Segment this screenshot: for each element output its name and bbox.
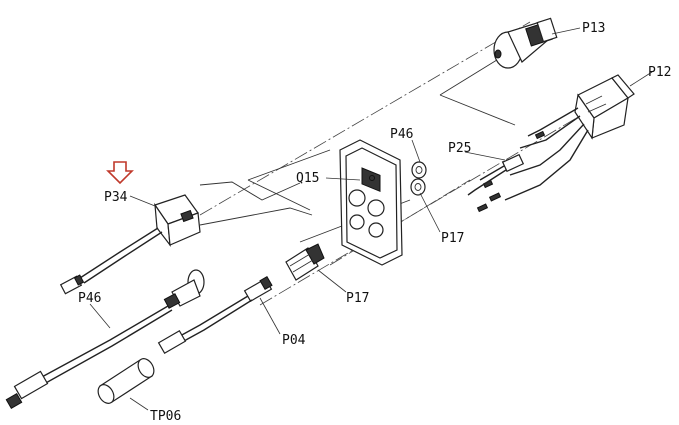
label-p13: P13	[582, 21, 605, 36]
part-p04-probe	[157, 275, 273, 355]
part-p25-connector	[467, 153, 525, 196]
part-tp06-sleeve	[97, 358, 155, 404]
label-p46-left: P46	[78, 291, 101, 306]
part-p12-socket	[476, 74, 635, 213]
label-p34: P34	[104, 190, 128, 205]
part-p34-block	[59, 194, 201, 295]
part-p17-fitting	[285, 243, 325, 281]
part-labels: P13 P12 P25 P46 Q15 P34 P17 P17 P46 P04 …	[78, 21, 671, 424]
part-p46-harness	[5, 269, 205, 410]
label-tp06: TP06	[150, 409, 181, 424]
part-p17-washer	[410, 178, 426, 196]
label-q15: Q15	[296, 171, 319, 186]
down-arrow-outline-icon	[106, 161, 134, 185]
label-p46-top: P46	[390, 127, 413, 142]
part-p13-switch	[493, 17, 558, 69]
part-p46-nut	[411, 161, 427, 179]
label-p25: P25	[448, 141, 471, 156]
part-q15-panel	[339, 139, 403, 266]
label-p17-right: P17	[441, 231, 464, 246]
label-p04: P04	[282, 333, 306, 348]
label-p17-mid: P17	[346, 291, 369, 306]
label-p12: P12	[648, 65, 671, 80]
leader-lines	[89, 27, 653, 411]
